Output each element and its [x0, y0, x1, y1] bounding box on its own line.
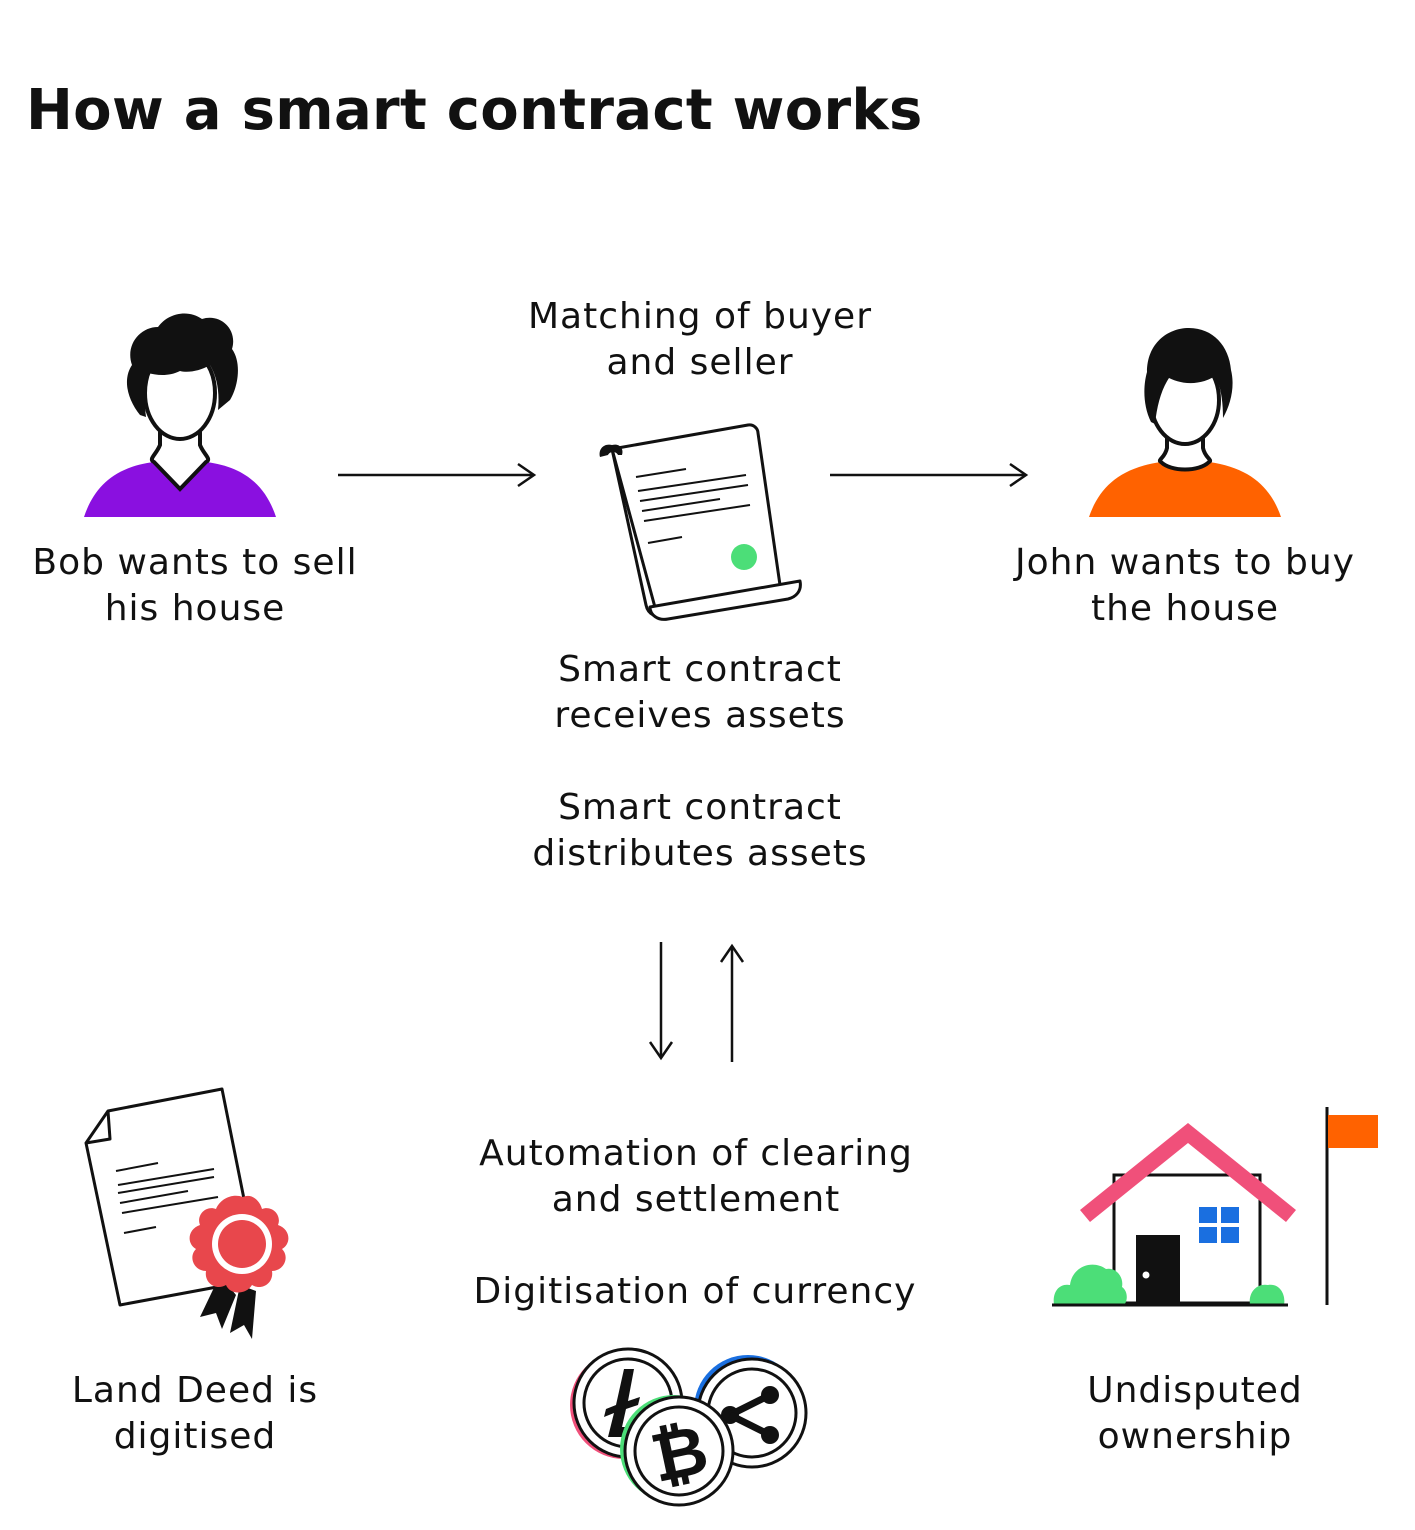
match-label-line2: and seller	[606, 342, 794, 383]
buyer-label-line1: John wants to buy	[1015, 542, 1355, 583]
ripple-icon	[721, 1386, 779, 1444]
automation-label: Automation of clearing and settlement	[470, 1131, 922, 1223]
automation-label-line2: and settlement	[551, 1179, 841, 1220]
deed-label-line1: Land Deed is	[71, 1370, 319, 1411]
contract-stamp-dot	[731, 544, 757, 570]
match-label-line1: Matching of buyer	[527, 296, 873, 337]
receives-label: Smart contract receives assets	[500, 647, 900, 739]
litecoin-icon	[604, 1369, 648, 1437]
arrow-right-icon	[830, 462, 1029, 488]
page-title: How a smart contract works	[26, 78, 923, 143]
automation-label-line1: Automation of clearing	[479, 1133, 913, 1174]
seller-label: Bob wants to sell his house	[20, 540, 370, 632]
door-icon	[1136, 1235, 1180, 1303]
arrow-down-icon	[648, 942, 674, 1061]
ownership-label: Undisputed ownership	[1030, 1368, 1360, 1460]
currency-label: Digitisation of currency	[460, 1269, 930, 1315]
currency-label-line1: Digitisation of currency	[473, 1271, 917, 1312]
bush-icon	[1053, 1264, 1127, 1305]
buyer-label: John wants to buy the house	[1000, 540, 1370, 632]
deed-label-line2: digitised	[113, 1416, 277, 1457]
ownership-label-line2: ownership	[1097, 1416, 1293, 1457]
match-label: Matching of buyer and seller	[500, 294, 900, 386]
distributes-label-line2: distributes assets	[532, 833, 868, 874]
seller-label-line1: Bob wants to sell	[32, 542, 358, 583]
buyer-label-line2: the house	[1090, 588, 1280, 629]
crypto-coins-icon: ₿	[570, 1347, 808, 1507]
roof-icon	[1080, 1123, 1296, 1222]
land-deed-icon	[84, 1087, 289, 1339]
ownership-label-line1: Undisputed	[1087, 1370, 1303, 1411]
distributes-label-line1: Smart contract	[558, 787, 842, 828]
arrow-up-icon	[719, 943, 745, 1062]
person-seller-icon	[84, 313, 276, 517]
receives-label-line2: receives assets	[554, 695, 846, 736]
seller-label-line2: his house	[104, 588, 286, 629]
buyer-shirt	[1089, 462, 1281, 517]
distributes-label: Smart contract distributes assets	[500, 785, 900, 877]
arrow-right-icon	[338, 462, 537, 488]
flag-icon	[1328, 1115, 1378, 1148]
scroll-contract-icon	[599, 423, 802, 621]
house-flag-icon	[1052, 1107, 1378, 1307]
person-buyer-icon	[1089, 328, 1281, 517]
receives-label-line1: Smart contract	[558, 649, 842, 690]
window-icon	[1199, 1207, 1239, 1243]
bush-icon-small	[1249, 1284, 1285, 1305]
deed-label: Land Deed is digitised	[30, 1368, 360, 1460]
